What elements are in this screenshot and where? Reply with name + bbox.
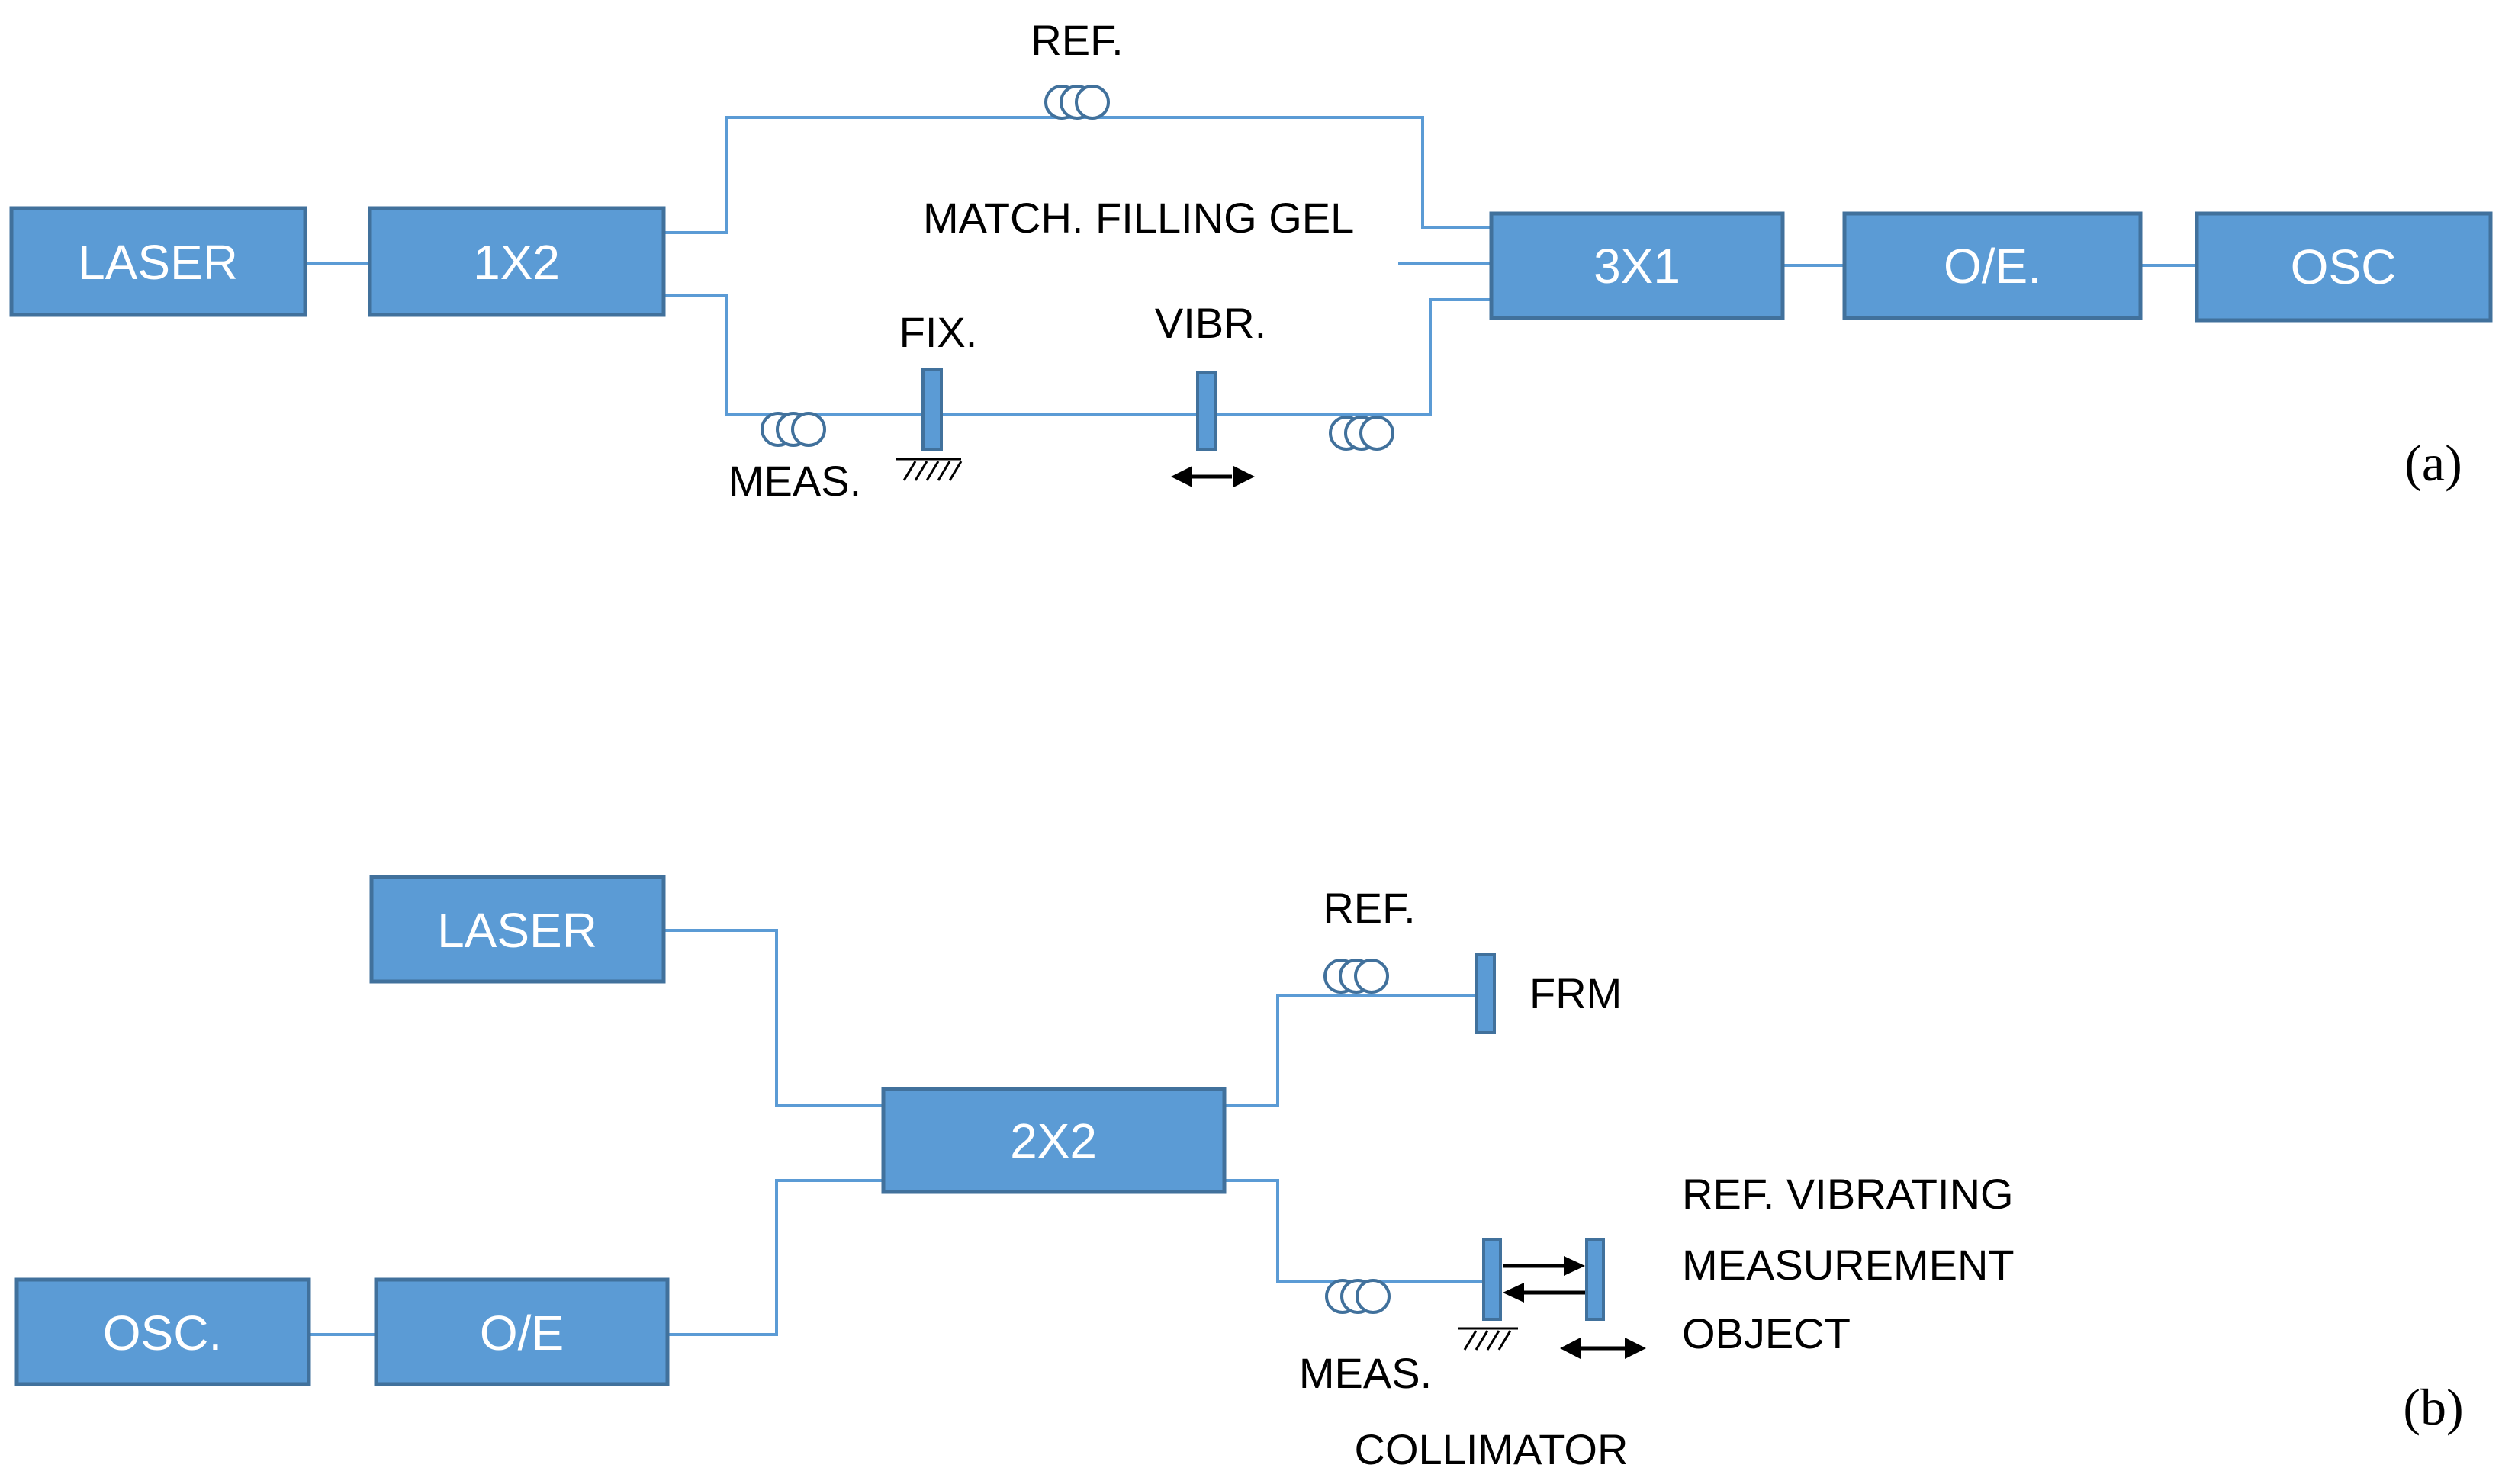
- panel-b-label: (b): [2403, 1378, 2463, 1436]
- reference-arm-label: REF.: [1031, 16, 1123, 64]
- measurement-coil-b-icon: [1325, 1279, 1391, 1314]
- laser-label: LASER: [437, 903, 597, 958]
- object-vibration-double-arrow-icon: [1560, 1338, 1646, 1359]
- object-label-line2: MEASUREMENT: [1682, 1241, 2015, 1289]
- combiner-3x1-box: 3X1: [1489, 211, 1785, 320]
- coupler-2x2-box: 2X2: [881, 1087, 1227, 1194]
- measurement-coil-icon: [761, 412, 826, 447]
- panel-a-fibers: [305, 116, 2197, 416]
- laser-label: LASER: [78, 235, 238, 290]
- coupler-label: 2X2: [1010, 1113, 1097, 1168]
- fiber-laser-to-coupler: [664, 929, 883, 1107]
- laser-box-b: LASER: [369, 875, 666, 984]
- reference-branch-label: REF.: [1323, 884, 1415, 932]
- fiber-measurement-branch: [1224, 1179, 1484, 1283]
- ground-hatch-icon: [896, 458, 963, 481]
- vibration-double-arrow-icon: [1171, 466, 1255, 487]
- vibrating-mirror-label: VIBR.: [1155, 299, 1266, 347]
- panel-b: LASER 2X2 OSC. O/E: [14, 875, 2464, 1473]
- measurement-branch-label: MEAS.: [1299, 1349, 1432, 1397]
- oscilloscope-box-b: OSC.: [14, 1277, 311, 1386]
- panel-a-label: (a): [2404, 434, 2462, 492]
- fiber-detector-to-coupler: [667, 1179, 883, 1336]
- detector-label: O/E.: [1944, 239, 2041, 294]
- fiber-reference-branch: [1224, 994, 1484, 1107]
- object-label-line1: REF. VIBRATING: [1682, 1170, 2014, 1218]
- collimator: [1482, 1238, 1502, 1321]
- output-coil-icon: [1329, 416, 1394, 451]
- detector-box-b: O/E: [374, 1277, 670, 1386]
- fixed-mirror-label: FIX.: [899, 308, 978, 356]
- reference-coil-icon: [1044, 85, 1110, 120]
- oscilloscope-label: OSC: [2291, 239, 2397, 294]
- panel-a: LASER 1X2 3X1 O/E. OSC: [9, 16, 2493, 505]
- vibrating-mirror: [1196, 371, 1217, 451]
- fixed-mirror: [921, 368, 943, 451]
- combiner-label: 3X1: [1593, 239, 1680, 294]
- measurement-arm-label: MEAS.: [728, 457, 861, 505]
- collimator-ground-hatch-icon: [1458, 1327, 1518, 1351]
- reference-coil-b-icon: [1323, 959, 1389, 994]
- object-label-line3: OBJECT: [1682, 1309, 1851, 1357]
- oscilloscope-label: OSC.: [103, 1306, 222, 1360]
- splitter-1x2-box: 1X2: [368, 206, 666, 317]
- splitter-label: 1X2: [473, 235, 560, 290]
- laser-box-a: LASER: [9, 206, 307, 317]
- fiber-measurement-arm: [664, 294, 1491, 416]
- detector-box-a: O/E.: [1842, 211, 2143, 320]
- beam-forward-arrow-icon: [1503, 1256, 1585, 1276]
- oscilloscope-box-a: OSC: [2195, 211, 2493, 323]
- detector-label: O/E: [480, 1306, 564, 1360]
- frm-label: FRM: [1529, 969, 1622, 1017]
- matching-gel-label: MATCH. FILLING GEL: [923, 194, 1354, 242]
- collimator-label: COLLIMATOR: [1355, 1425, 1629, 1473]
- beam-return-arrow-icon: [1503, 1283, 1585, 1303]
- vibrating-measurement-object: [1585, 1238, 1605, 1321]
- faraday-rotator-mirror: [1475, 953, 1496, 1034]
